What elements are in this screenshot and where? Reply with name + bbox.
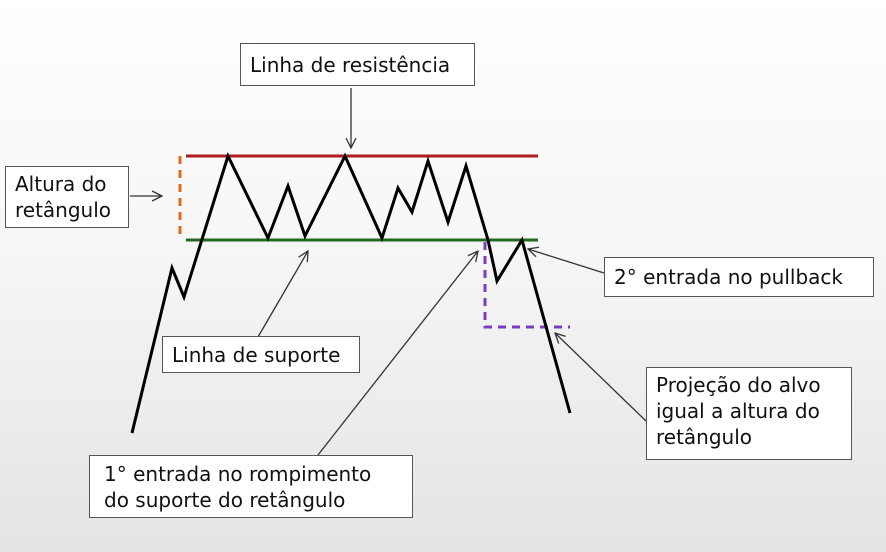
projection-label: Projeção do alvo igual a altura do retân… — [646, 367, 852, 460]
projection-pointer-arrow — [555, 333, 647, 422]
first-entry-label: 1° entrada no rompimento do suporte do r… — [89, 455, 413, 518]
first-entry-pointer-arrow — [317, 251, 478, 456]
price-line — [130, 151, 572, 434]
support-label: Linha de suporte — [162, 336, 360, 373]
resistance-label: Linha de resistência — [240, 43, 475, 86]
rectangle-height-label: Altura do retângulo — [5, 166, 129, 228]
support-pointer-arrow — [257, 251, 308, 338]
second-entry-label: 2° entrada no pullback — [604, 257, 874, 297]
target-projection-marker — [483, 242, 570, 329]
second-entry-pointer-arrow — [528, 249, 605, 274]
